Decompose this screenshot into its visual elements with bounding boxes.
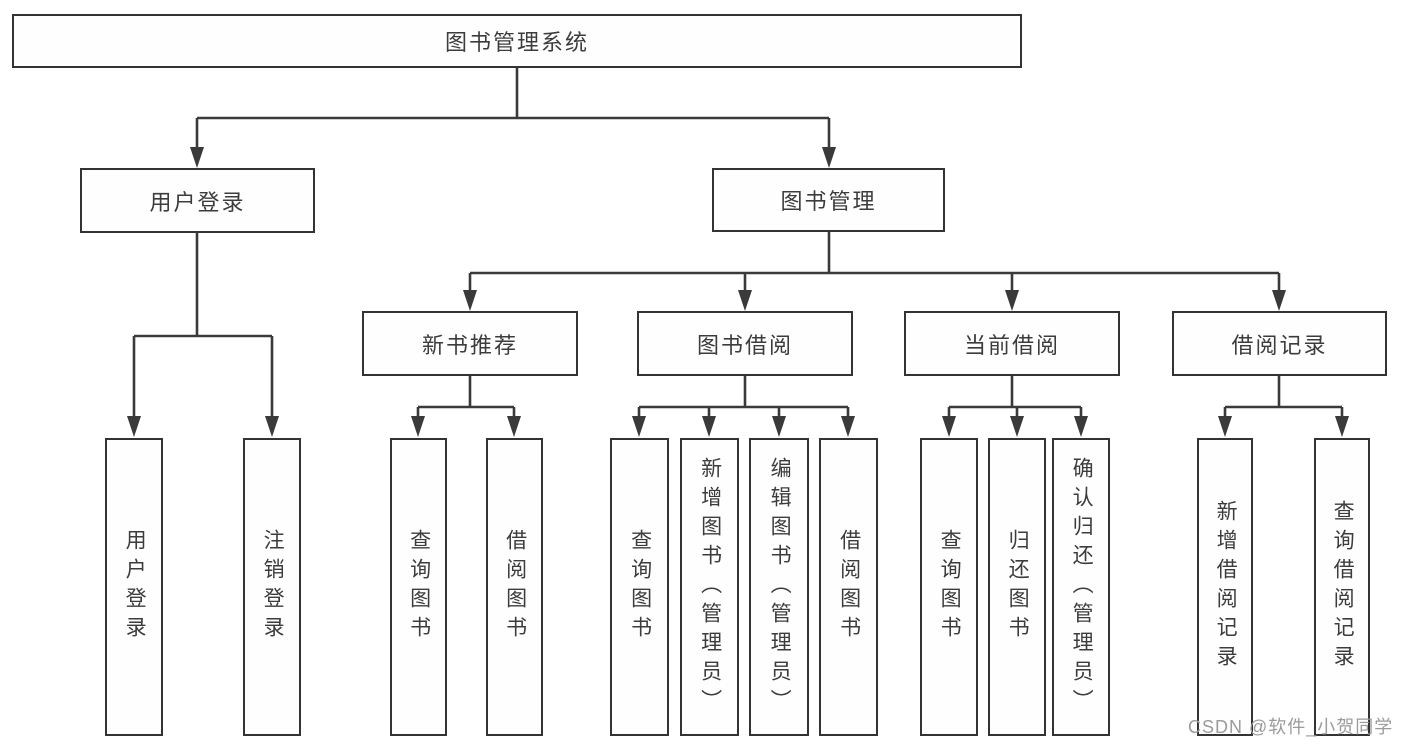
leaf-confirm-return-admin: 确认归还（管理员） [1052, 438, 1110, 736]
leaf-label: 新增借阅记录 [1214, 500, 1238, 674]
arrowhead [265, 416, 279, 437]
csdn-watermark: CSDN @软件_小贺同学 [1188, 717, 1394, 737]
node-user-login-branch: 用户登录 [80, 168, 315, 233]
node-root-system: 图书管理系统 [12, 14, 1022, 68]
arrowhead [463, 290, 477, 311]
arrowhead [1005, 290, 1019, 311]
node-new-book-recommend: 新书推荐 [362, 311, 578, 376]
arrowhead [190, 147, 204, 168]
leaf-label: 注销登录 [261, 529, 285, 645]
leaf-newbook-query-books: 查询图书 [390, 438, 447, 736]
arrowhead [772, 416, 786, 437]
leaf-newbook-borrow-books: 借阅图书 [486, 438, 543, 736]
arrowhead [127, 416, 141, 437]
node-book-management-branch: 图书管理 [712, 168, 945, 232]
leaf-label: 归还图书 [1006, 529, 1030, 645]
leaf-label: 编辑图书（管理员） [768, 456, 792, 718]
arrowhead [942, 416, 956, 437]
leaf-label: 查询借阅记录 [1331, 500, 1355, 674]
arrowhead [1218, 416, 1232, 437]
arrowhead [1272, 290, 1286, 311]
arrowhead [1010, 416, 1024, 437]
leaf-label: 借阅图书 [837, 529, 861, 645]
arrowhead [411, 416, 425, 437]
leaf-label: 用户登录 [123, 529, 147, 645]
leaf-label: 确认归还（管理员） [1070, 456, 1094, 718]
leaf-label: 新增图书（管理员） [698, 456, 722, 718]
leaf-borrow-books: 借阅图书 [819, 438, 878, 736]
arrowhead [738, 290, 752, 311]
arrowhead [1335, 416, 1349, 437]
leaf-label: 查询图书 [407, 529, 431, 645]
leaf-edit-books-admin: 编辑图书（管理员） [749, 438, 809, 736]
arrowhead [702, 416, 716, 437]
leaf-label: 借阅图书 [503, 529, 527, 645]
leaf-user-login: 用户登录 [105, 438, 163, 736]
leaf-label: 查询图书 [938, 529, 962, 645]
leaf-add-books-admin: 新增图书（管理员） [680, 438, 739, 736]
node-current-borrow: 当前借阅 [904, 311, 1120, 376]
arrowhead [1074, 416, 1088, 437]
leaf-add-borrow-record: 新增借阅记录 [1197, 438, 1253, 736]
arrowhead [841, 416, 855, 437]
arrowhead [507, 416, 521, 437]
leaf-borrow-query-books: 查询图书 [610, 438, 669, 736]
leaf-logout: 注销登录 [243, 438, 301, 736]
arrowhead [822, 147, 836, 168]
leaf-query-borrow-record: 查询借阅记录 [1314, 438, 1370, 736]
leaf-return-books: 归还图书 [988, 438, 1046, 736]
arrowhead [632, 416, 646, 437]
leaf-label: 查询图书 [628, 529, 652, 645]
node-borrow-record: 借阅记录 [1172, 311, 1387, 376]
node-book-borrow: 图书借阅 [637, 311, 853, 376]
leaf-current-query-books: 查询图书 [920, 438, 978, 736]
